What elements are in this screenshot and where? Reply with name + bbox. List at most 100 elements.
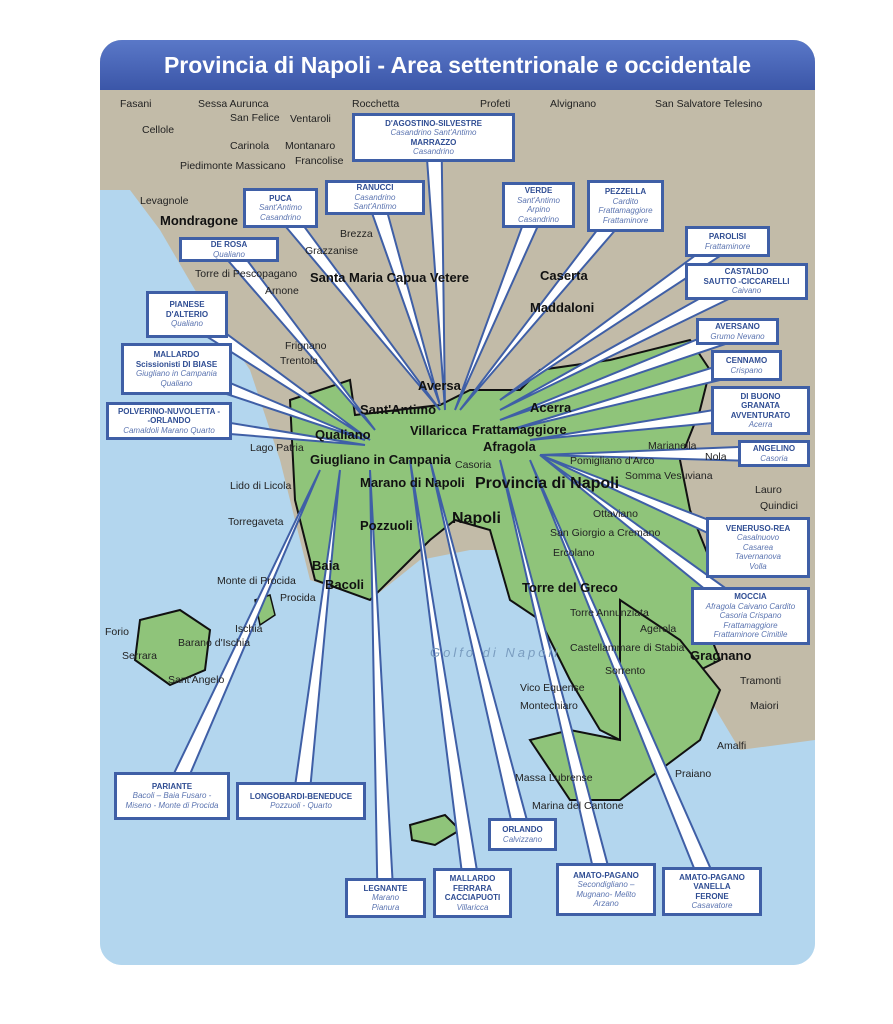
- place-label: Quindici: [760, 500, 798, 512]
- clan-name: D'ALTERIO: [165, 309, 209, 319]
- clan-territory: Giugliano in Campania: [136, 369, 217, 378]
- clan-name: MOCCIA: [734, 592, 767, 602]
- clan-territory: Cardito: [612, 196, 639, 206]
- place-label: Levagnole: [140, 195, 189, 207]
- clan-name: PUCA: [269, 193, 292, 203]
- clan-territory: Calvizzano: [502, 834, 543, 844]
- place-label: Caserta: [540, 268, 588, 283]
- place-label: Ottaviano: [593, 508, 638, 520]
- clan-territory: Frattaminore Cimitile: [713, 630, 788, 640]
- place-label: Santa Maria Capua Vetere: [310, 270, 469, 285]
- ischia-island: [133, 608, 212, 687]
- place-label: Villaricca: [410, 423, 467, 438]
- place-label: Trentola: [280, 355, 319, 367]
- clan-territory: Qualiano: [170, 319, 204, 329]
- clan-name: PAROLISI: [708, 232, 747, 241]
- clan-territory: Caivano: [731, 286, 762, 296]
- clan-territory: Arzano: [593, 899, 619, 908]
- clan-territory: Sant'Antimo: [353, 202, 397, 212]
- place-label: Castellammare di Stabia: [570, 642, 685, 654]
- place-label: Pozzuoli: [360, 518, 413, 533]
- place-label: Fasani: [120, 98, 152, 110]
- clan-territory: Bacoli – Baia Fusaro -: [132, 791, 212, 801]
- place-label: Piedimonte Massicano: [180, 160, 286, 172]
- place-label: San Salvatore Telesino: [655, 98, 763, 110]
- place-label: Golfo di Napoli: [430, 645, 561, 660]
- clan-name: PARIANTE: [151, 781, 193, 791]
- place-label: Frattamaggiore: [472, 422, 567, 437]
- clan-territory: Crispano: [730, 365, 763, 375]
- clan-name: AMATO-PAGANO: [573, 870, 639, 880]
- clan-territory: Casoria Crispano: [719, 611, 782, 621]
- clan-territory: Camaldoli Marano Quarto: [123, 425, 215, 435]
- place-label: Gragnano: [690, 648, 752, 663]
- clan-territory: Acerra: [748, 420, 773, 429]
- clan-territory: Pianura: [371, 902, 400, 912]
- clan-name: Scissionisti DI BIASE: [135, 359, 218, 369]
- place-label: Ventaroli: [290, 113, 331, 125]
- place-label: Monte di Procida: [217, 575, 296, 587]
- place-label: San Felice: [230, 112, 280, 124]
- clan-territory: Casandrino Sant'Antimo: [390, 128, 477, 137]
- clan-territory: Mugnano- Melito: [576, 889, 636, 899]
- clan-territory: Casoria: [760, 453, 788, 463]
- clan-name: VENERUSO-REA: [725, 523, 791, 533]
- place-label: Ercolano: [553, 547, 595, 559]
- place-label: Brezza: [340, 228, 373, 240]
- clan-territory: Marano: [371, 893, 400, 903]
- place-label: Sant'Antimo: [360, 402, 437, 417]
- place-label: Sessa Aurunca: [198, 98, 269, 110]
- place-label: Afragola: [483, 439, 536, 454]
- clan-name: VANELLA: [693, 882, 731, 891]
- clan-territory: Frattamaggiore: [723, 620, 778, 630]
- place-label: Profeti: [480, 98, 511, 110]
- place-label: Torregaveta: [228, 516, 284, 528]
- clan-name: FERONE: [695, 891, 729, 901]
- place-label: Aversa: [418, 378, 461, 393]
- clan-name: LONGOBARDI-BENEDUCE: [249, 791, 353, 801]
- place-label: Forio: [105, 626, 129, 638]
- clan-territory: Qualiano: [160, 378, 193, 388]
- place-label: Tramonti: [740, 675, 782, 687]
- place-label: Torre Annunziata: [570, 607, 649, 619]
- clan-name: VERDE: [524, 186, 553, 195]
- callout-pointer: [291, 469, 341, 804]
- place-label: Qualiano: [315, 427, 371, 442]
- clan-name: AVERSANO: [715, 322, 760, 331]
- capri-island: [408, 813, 462, 847]
- clan-territory: Casavatore: [691, 901, 733, 910]
- place-label: Bacoli: [325, 577, 365, 592]
- clan-name: ANGELINO: [752, 444, 796, 453]
- place-label: Somma Vesuviana: [625, 470, 713, 482]
- place-label: Arnone: [265, 285, 299, 297]
- place-label: Torre del Greco: [522, 580, 618, 595]
- clan-territory: Casarea: [742, 542, 774, 552]
- place-label: Grazzanise: [305, 245, 359, 257]
- place-label: Lago Patria: [250, 442, 304, 454]
- clan-territory: Secondigliano –: [577, 880, 635, 889]
- clan-name: -ORLANDO: [147, 416, 191, 426]
- place-label: Lido di Licola: [230, 480, 292, 492]
- clan-name: GRANATA: [741, 401, 780, 410]
- place-label: Torre di Pescopagano: [195, 268, 298, 280]
- clan-territory: Frattaminore: [704, 241, 751, 251]
- place-label: Maddaloni: [530, 300, 595, 315]
- place-label: Marano di Napoli: [360, 475, 465, 490]
- map-title: Provincia di Napoli - Area settentrional…: [100, 40, 815, 90]
- clan-name: LEGNANTE: [363, 883, 408, 893]
- clan-territory: Afragola Caivano Cardito: [705, 601, 796, 611]
- place-label: Provincia di Napoli: [475, 475, 620, 492]
- clan-name: POLVERINO-NUVOLETTA -: [117, 406, 221, 416]
- place-label: Alvignano: [550, 98, 597, 110]
